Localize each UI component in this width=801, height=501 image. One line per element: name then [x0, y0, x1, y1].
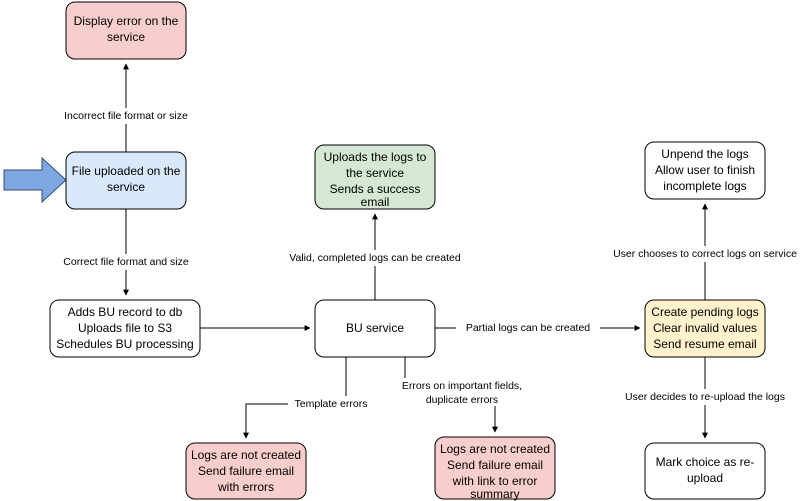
logs-summary-line-2: Send failure email: [447, 458, 543, 472]
uploads-logs-success-node[interactable]: Uploads the logs to the service Sends a …: [314, 144, 436, 210]
mark-reupload-line-1: Mark choice as re-: [656, 455, 755, 469]
adds-bu-record-line-1: Adds BU record to db: [68, 305, 183, 319]
edge-label-bg: [603, 246, 801, 262]
bu-service-node[interactable]: BU service: [314, 299, 436, 358]
file-uploaded-line-2: service: [107, 180, 145, 194]
adds-bu-record-line-3: Schedules BU processing: [56, 337, 193, 351]
edge-label-user-decides-reupload: User decides to re-upload the logs: [625, 391, 785, 403]
uploads-logs-line-2: the service: [346, 166, 404, 180]
edge-label-errors-important-fields-line2: duplicate errors: [426, 394, 498, 406]
logs-summary-line-1: Logs are not created: [440, 442, 550, 456]
edge-label-bg: [48, 108, 204, 124]
file-uploaded-line-1: File uploaded on the: [72, 164, 181, 178]
file-uploaded-node[interactable]: File uploaded on the service: [65, 151, 187, 210]
adds-bu-record-node[interactable]: Adds BU record to db Uploads file to S3 …: [49, 299, 201, 358]
unpend-logs-node[interactable]: Unpend the logs Allow user to finish inc…: [644, 141, 766, 200]
mark-choice-reupload-node[interactable]: Mark choice as re- upload: [644, 442, 766, 500]
edge-label-partial-logs: Partial logs can be created: [466, 322, 590, 334]
adds-bu-record-line-2: Uploads file to S3: [78, 321, 172, 335]
display-error-line-2: service: [107, 30, 145, 44]
display-error-line-1: Display error on the: [74, 14, 179, 28]
edge-label-bg: [614, 389, 797, 405]
mark-reupload-line-2: upload: [687, 471, 723, 485]
logs-summary-line-4: summary: [470, 487, 519, 501]
edge-correct-file-format: Correct file format and size: [52, 209, 201, 296]
create-pending-logs-node[interactable]: Create pending logs Clear invalid values…: [644, 299, 766, 358]
edge-incorrect-file-format: Incorrect file format or size: [48, 63, 204, 152]
create-pending-line-1: Create pending logs: [651, 305, 758, 319]
edge-errors-important-fields: Errors on important fields, duplicate er…: [387, 357, 537, 433]
logs-not-created-error-summary-node[interactable]: Logs are not created Send failure email …: [434, 436, 556, 501]
create-pending-line-2: Clear invalid values: [653, 321, 757, 335]
edge-label-bg: [52, 254, 201, 270]
uploads-logs-line-1: Uploads the logs to: [324, 150, 427, 164]
edge-label-bg: [281, 250, 470, 266]
edge-user-decides-reupload: User decides to re-upload the logs: [614, 357, 797, 439]
edge-label-bg: [387, 378, 537, 406]
unpend-logs-line-1: Unpend the logs: [661, 147, 748, 161]
edge-label-template-errors: Template errors: [295, 398, 368, 410]
edge-partial-logs-can-be-created: Partial logs can be created: [435, 320, 641, 336]
edge-label-bg: [288, 396, 374, 412]
bu-service-label: BU service: [346, 321, 404, 335]
unpend-logs-line-2: Allow user to finish: [655, 163, 755, 177]
logs-template-line-2: Send failure email: [198, 464, 294, 478]
start-arrow: [3, 156, 67, 204]
logs-template-line-1: Logs are not created: [191, 448, 301, 462]
logs-summary-line-3: with link to error: [452, 474, 538, 488]
logs-template-line-3: with errors: [217, 480, 274, 494]
edge-label-user-chooses-correct-logs: User chooses to correct logs on service: [613, 248, 797, 260]
edge-label-valid-completed-logs: Valid, completed logs can be created: [289, 252, 461, 264]
logs-not-created-template-errors-node[interactable]: Logs are not created Send failure email …: [185, 442, 307, 500]
uploads-logs-line-4: email: [361, 195, 390, 209]
edge-template-errors: Template errors: [243, 357, 374, 439]
create-pending-line-3: Send resume email: [653, 337, 756, 351]
edge-label-incorrect-file-format: Incorrect file format or size: [64, 110, 188, 122]
unpend-logs-line-3: incomplete logs: [663, 179, 746, 193]
edge-user-chooses-correct-logs: User chooses to correct logs on service: [603, 203, 801, 300]
uploads-logs-line-3: Sends a success: [330, 182, 421, 196]
display-error-node[interactable]: Display error on the service: [65, 1, 187, 60]
edge-label-errors-important-fields-line1: Errors on important fields,: [402, 380, 522, 392]
edge-label-correct-file-format: Correct file format and size: [63, 256, 189, 268]
edge-valid-completed-logs: Valid, completed logs can be created: [281, 213, 470, 300]
edge-label-bg: [456, 320, 600, 336]
